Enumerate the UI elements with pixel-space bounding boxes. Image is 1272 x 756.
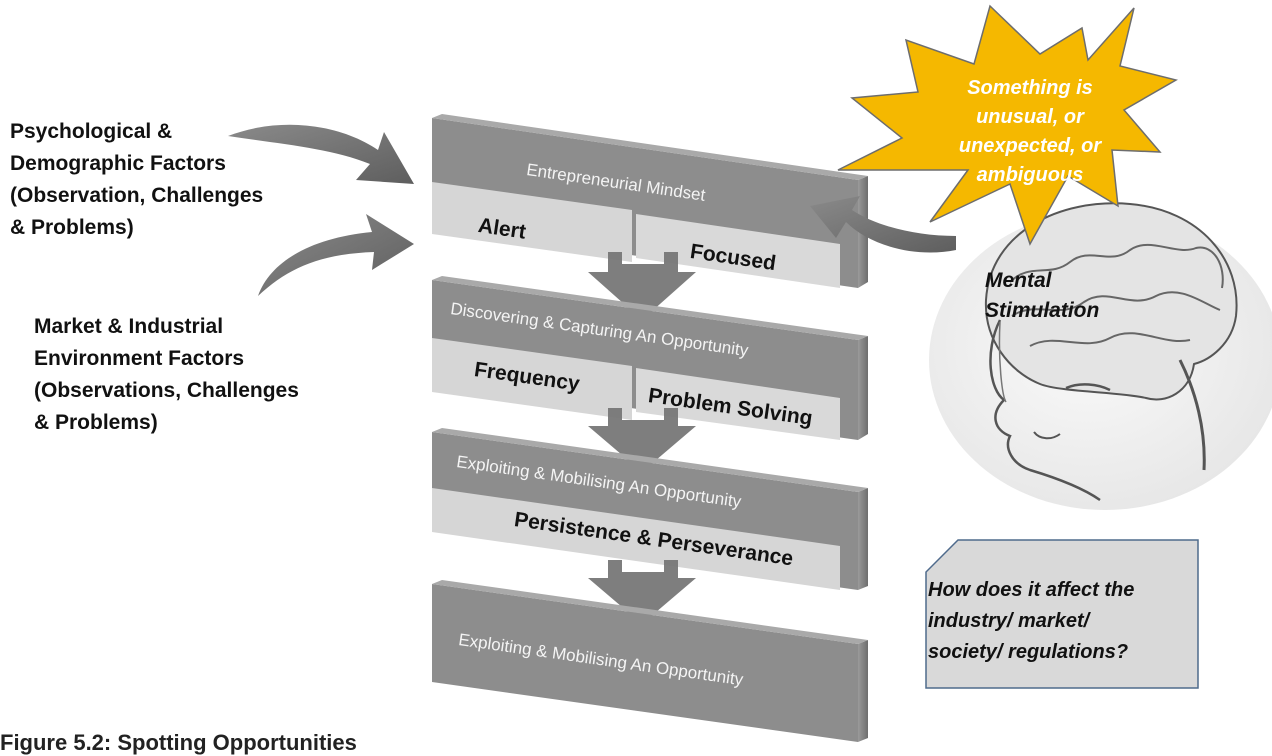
curved-arrow-top bbox=[228, 124, 414, 184]
note-text: How does it affect the industry/ market/… bbox=[928, 579, 1135, 663]
down-arrow-3 bbox=[588, 560, 696, 624]
factor-label-market: Market & Industrial Environment Factors … bbox=[34, 315, 299, 434]
note-box bbox=[925, 539, 1199, 689]
factor-label-psychological: Psychological & Demographic Factors (Obs… bbox=[10, 120, 264, 239]
curved-arrow-right bbox=[810, 196, 956, 253]
stage-block-2 bbox=[432, 276, 868, 440]
stage-block-1 bbox=[432, 114, 868, 288]
stage-block-4 bbox=[432, 580, 868, 742]
curved-arrow-bottom bbox=[258, 214, 414, 296]
figure-caption: Figure 5.2: Spotting Opportunities bbox=[0, 730, 357, 755]
stage-block-3 bbox=[432, 428, 868, 590]
mental-stimulation-label: Mental Stimulation bbox=[985, 269, 1100, 322]
down-arrow-2 bbox=[588, 408, 696, 472]
brain-head-illustration bbox=[929, 202, 1272, 510]
surprise-burst-shape bbox=[837, 4, 1178, 246]
surprise-burst-text: Something is unusual, or unexpected, or … bbox=[958, 77, 1102, 186]
down-arrow-1 bbox=[588, 252, 696, 320]
